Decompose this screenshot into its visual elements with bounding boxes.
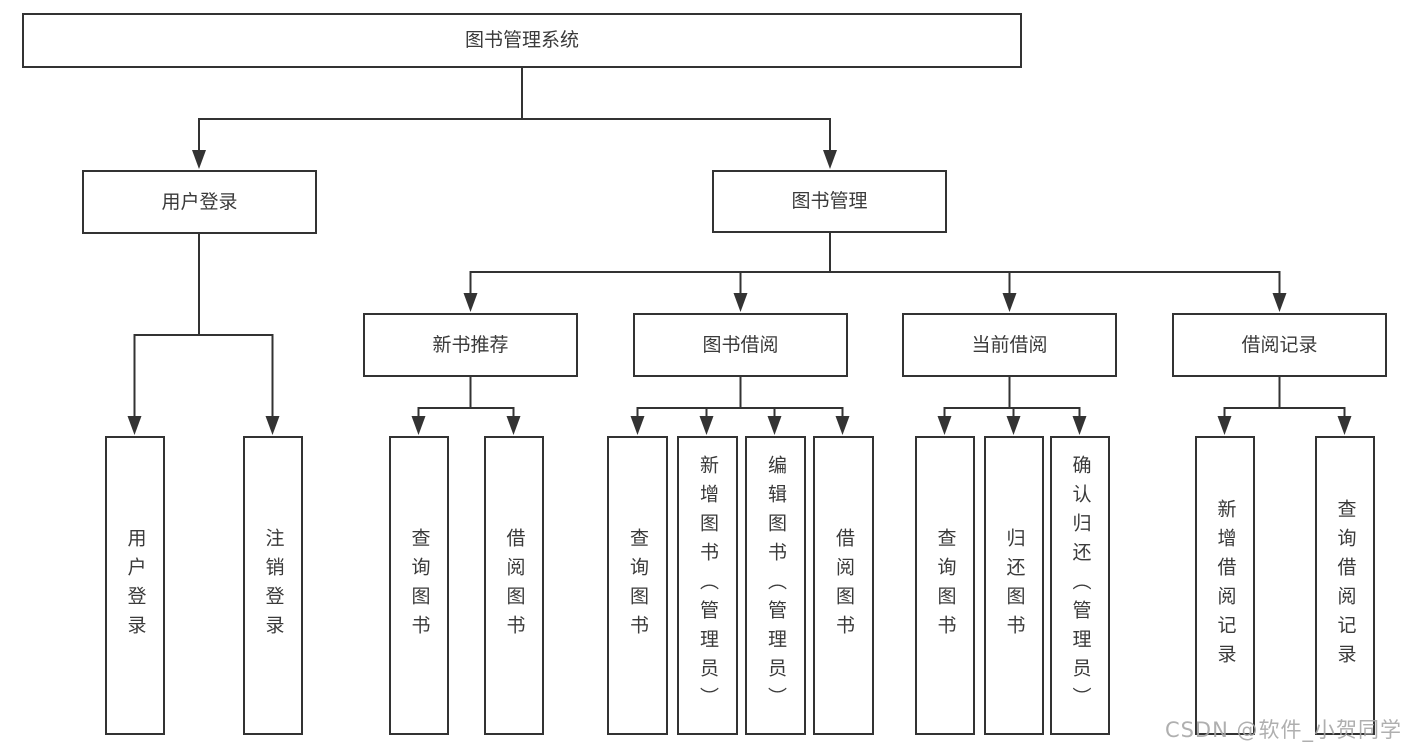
leaf-user-login: 用户登录 [105,436,165,735]
leaf-query-books-borrow: 查询图书 [607,436,668,735]
node-book-borrow: 图书借阅 [633,313,848,377]
node-label: 查询图书 [627,527,649,644]
node-label: 编辑图书（管理员） [765,455,787,716]
node-label: 借阅图书 [503,527,526,644]
node-current-borrow: 当前借阅 [902,313,1117,377]
node-label: 确认归还（管理员） [1069,455,1092,716]
node-label: 图书管理系统 [464,29,579,51]
leaf-borrow-books-recommend: 借阅图书 [484,436,544,735]
node-label: 新增图书（管理员） [697,455,719,716]
leaf-return-books: 归还图书 [984,436,1044,735]
node-book-management: 图书管理 [712,170,947,233]
leaf-query-books-current: 查询图书 [915,436,975,735]
node-label: 新增借阅记录 [1214,498,1237,673]
node-label: 图书借阅 [702,333,779,356]
node-label: 用户登录 [124,527,147,644]
node-user-login: 用户登录 [82,170,317,234]
node-label: 查询借阅记录 [1334,498,1357,673]
arrowheads [127,150,1352,435]
leaf-add-borrow-record: 新增借阅记录 [1195,436,1255,735]
node-label: 借阅记录 [1241,333,1318,356]
node-label: 借阅图书 [833,527,855,644]
node-label: 当前借阅 [971,333,1048,356]
node-label: 查询图书 [934,527,957,644]
leaf-add-books-admin: 新增图书（管理员） [677,436,738,735]
node-borrow-records: 借阅记录 [1172,313,1387,377]
leaf-edit-books-admin: 编辑图书（管理员） [745,436,806,735]
node-library-management-system: 图书管理系统 [22,13,1022,68]
node-label: 用户登录 [161,190,238,213]
node-label: 注销登录 [262,527,285,644]
leaf-query-books-recommend: 查询图书 [389,436,449,735]
leaf-query-borrow-record: 查询借阅记录 [1315,436,1375,735]
node-label: 图书管理 [791,190,868,212]
node-new-book-recommend: 新书推荐 [363,313,578,377]
node-label: 查询图书 [408,527,431,644]
node-label: 新书推荐 [432,333,509,356]
leaf-borrow-books: 借阅图书 [813,436,874,735]
leaf-logout: 注销登录 [243,436,303,735]
leaf-confirm-return-admin: 确认归还（管理员） [1050,436,1110,735]
node-label: 归还图书 [1003,527,1026,644]
